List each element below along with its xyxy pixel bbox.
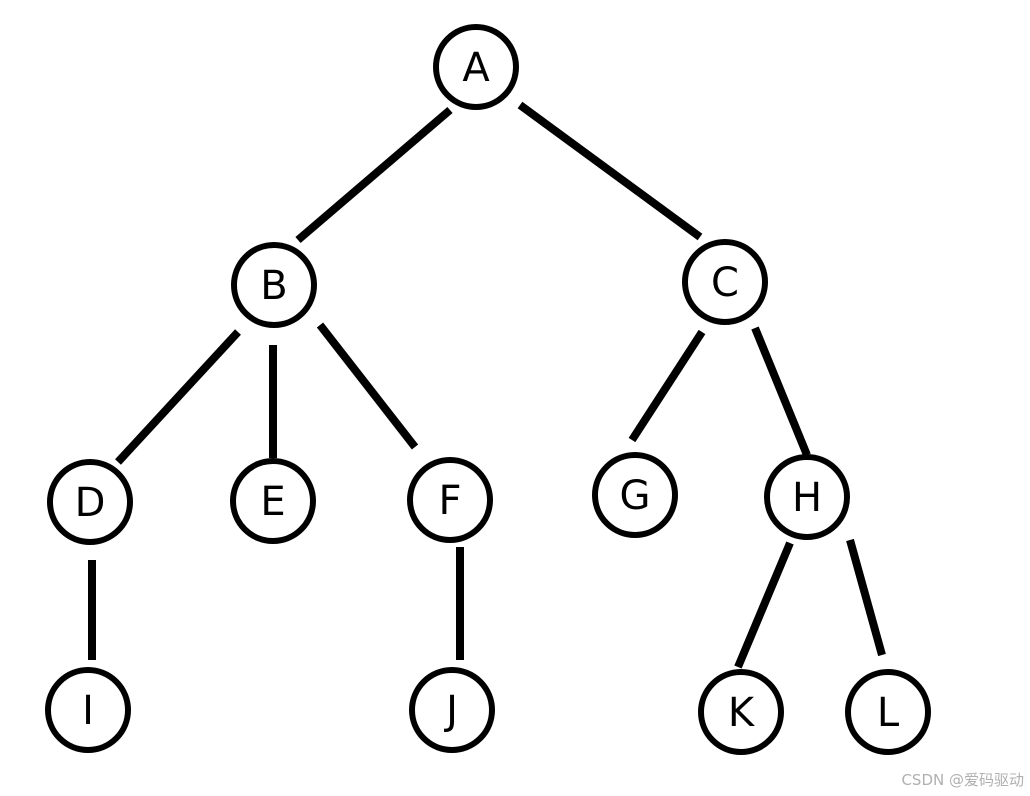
node-f: F <box>407 457 493 543</box>
node-e-label: E <box>260 479 285 525</box>
node-d-circle <box>47 459 133 545</box>
node-h: H <box>764 454 850 540</box>
node-b-circle <box>231 242 317 328</box>
node-k-label: K <box>728 690 756 736</box>
node-l-label: L <box>877 690 900 736</box>
edge-c-g <box>628 329 706 443</box>
node-l-circle <box>845 669 931 755</box>
edge-b-f <box>316 322 419 450</box>
node-l: L <box>845 669 931 755</box>
node-a-circle <box>433 24 519 110</box>
node-e: E <box>230 458 316 544</box>
node-k-circle <box>698 669 784 755</box>
node-k: K <box>698 669 784 755</box>
node-h-circle <box>764 454 850 540</box>
node-i: I <box>45 667 131 753</box>
node-a: A <box>433 24 519 110</box>
node-g: G <box>592 452 678 538</box>
node-c: C <box>682 239 768 325</box>
node-d-label: D <box>75 480 106 526</box>
node-e-circle <box>230 458 316 544</box>
node-i-circle <box>45 667 131 753</box>
node-f-label: F <box>438 478 461 524</box>
node-f-circle <box>407 457 493 543</box>
edge-layer <box>88 101 886 669</box>
node-b: B <box>231 242 317 328</box>
node-g-label: G <box>620 473 651 519</box>
node-b-label: B <box>260 263 287 309</box>
node-i-label: I <box>82 688 94 734</box>
node-h-label: H <box>792 475 822 521</box>
edge-a-c <box>517 101 703 241</box>
edge-h-k <box>734 541 794 669</box>
edge-c-h <box>751 326 811 457</box>
node-c-label: C <box>711 260 739 306</box>
node-g-circle <box>592 452 678 538</box>
watermark: CSDN @爱码驱动 <box>901 771 1024 789</box>
node-d: D <box>47 459 133 545</box>
node-j-circle <box>409 667 495 753</box>
edge-a-b <box>295 106 453 244</box>
node-j: J <box>409 667 495 753</box>
node-j-label: J <box>443 688 458 734</box>
node-c-circle <box>682 239 768 325</box>
node-layer: A B C D E F G H <box>45 24 931 755</box>
edge-h-l <box>846 538 886 657</box>
node-a-label: A <box>462 45 490 91</box>
edge-b-d <box>115 329 241 465</box>
